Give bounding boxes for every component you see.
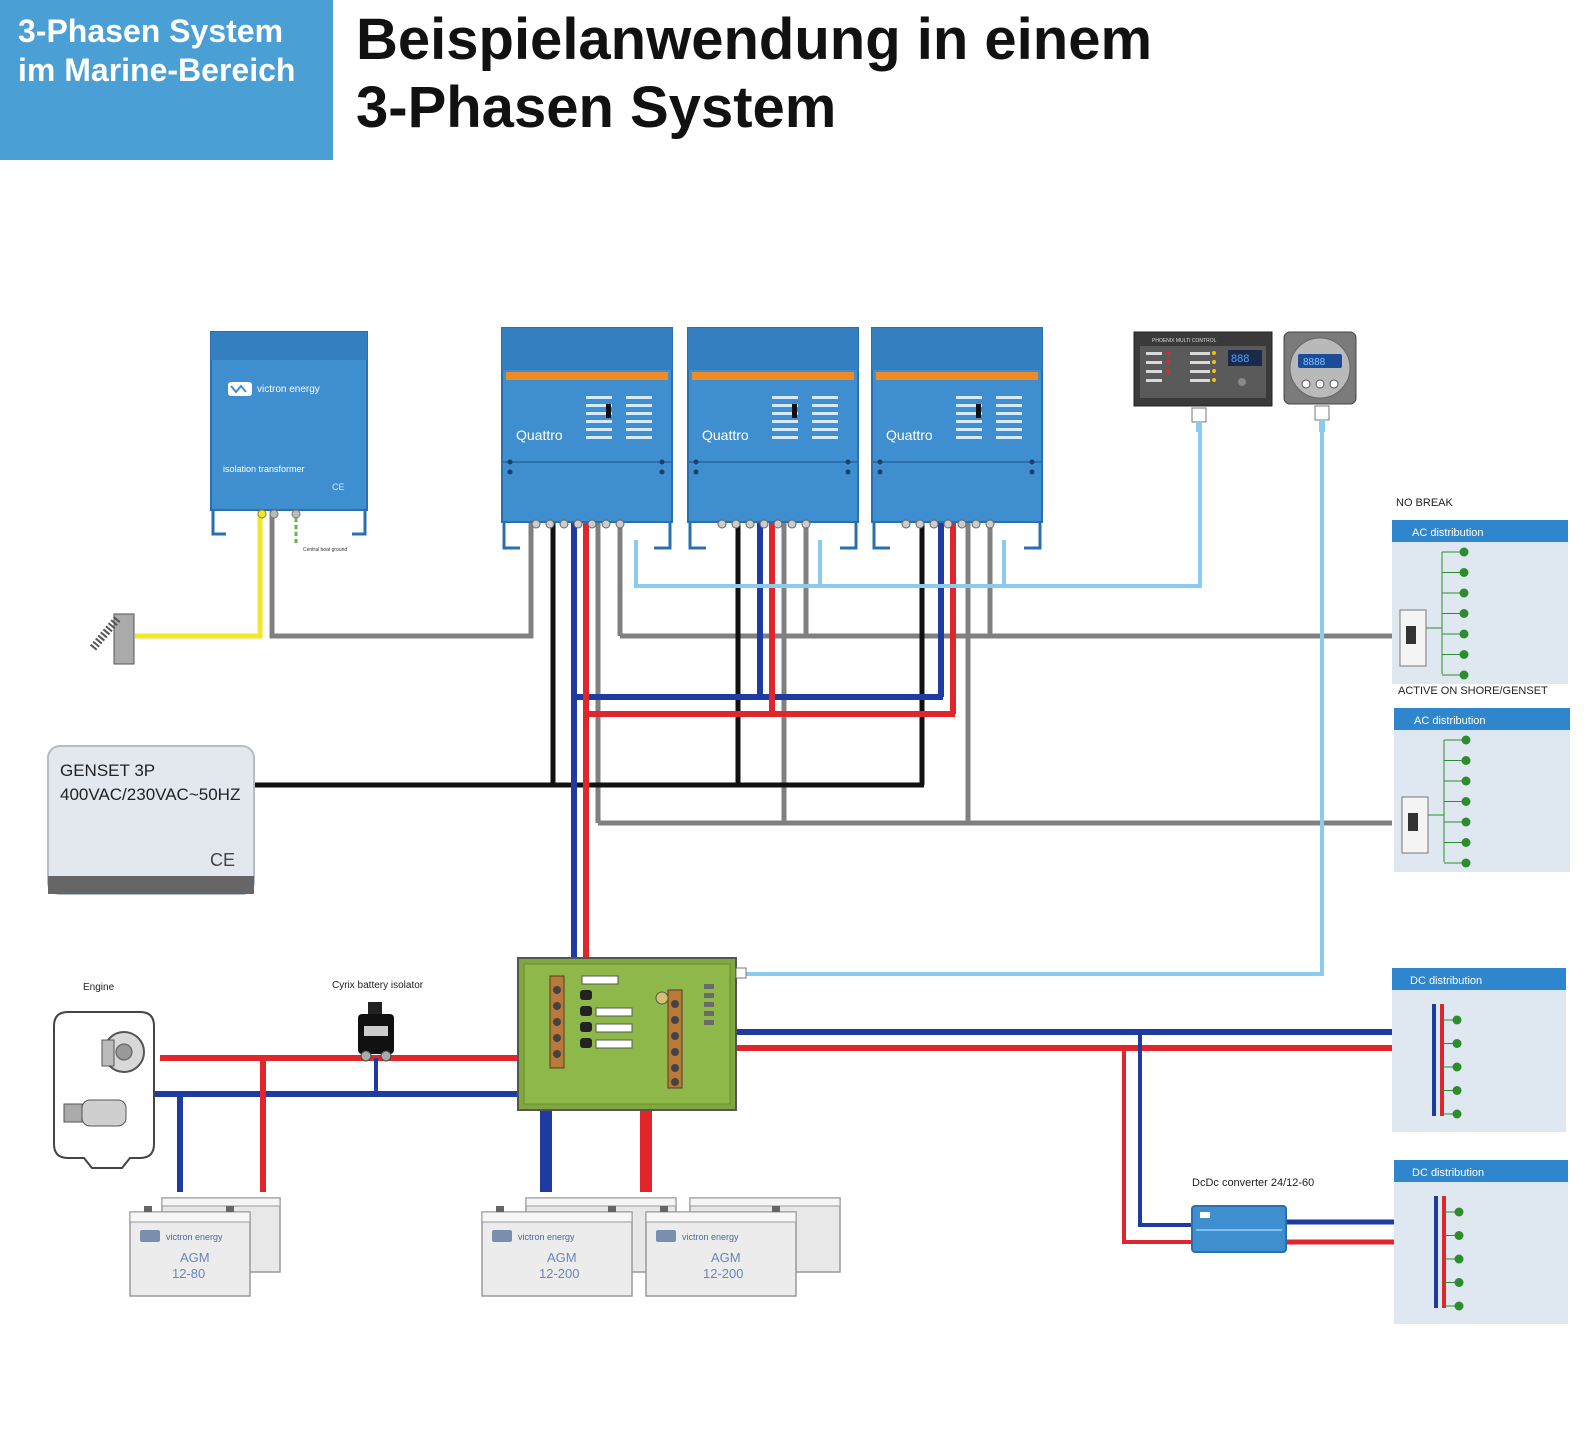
isolation-transformer: victron energy isolation transformer CE … — [210, 331, 368, 553]
genset: GENSET 3P 400VAC/230VAC~50HZ CE — [47, 745, 255, 895]
engine-label: Engine — [83, 982, 115, 993]
genset-ce-mark: CE — [210, 850, 235, 870]
page-title: Beispielanwendung in einem 3-Phasen Syst… — [356, 6, 1152, 142]
badge-line-1: 3-Phasen System — [18, 13, 284, 49]
victron-logo-icon — [228, 382, 252, 396]
ac-in-wire — [269, 510, 534, 639]
ac-panel-header: AC distribution — [1414, 715, 1486, 727]
genset-name: GENSET 3P — [60, 761, 155, 780]
quattro-inverters: Quattro Quattro Quattro — [501, 327, 1043, 550]
bmv-wire — [742, 432, 1324, 976]
quattro-inverter: Quattro — [871, 327, 1043, 550]
ac-panel-caption: NO BREAK — [1396, 497, 1454, 509]
ground-plate-icon — [89, 613, 135, 665]
ce-mark: CE — [332, 482, 345, 492]
phoenix-multi-control-panel[interactable]: PHOENIX MULTI CONTROL 888 — [1133, 331, 1273, 432]
ground-note: Central boat ground — [303, 547, 347, 553]
battery-brand: victron energy — [682, 1232, 739, 1242]
battery-model: 12-80 — [172, 1266, 205, 1281]
quattro-label: Quattro — [886, 427, 933, 443]
battery-model: 12-200 — [539, 1266, 579, 1281]
dc-distribution-panel: DC distribution — [1394, 1160, 1568, 1324]
quattro-inverter: Quattro — [687, 327, 859, 550]
battery-brand: victron energy — [166, 1232, 223, 1242]
dc-panel-header: DC distribution — [1412, 1167, 1484, 1179]
multi-control-display: 888 — [1231, 353, 1249, 365]
quattro-label: Quattro — [702, 427, 749, 443]
transformer-name: isolation transformer — [223, 464, 305, 474]
dcdc-converter — [1191, 1205, 1287, 1253]
battery-monitor-panel[interactable]: 8888 — [1283, 331, 1357, 432]
ground-wire — [135, 510, 263, 639]
battery-type: AGM — [547, 1250, 577, 1265]
multi-control-label: PHOENIX MULTI CONTROL — [1152, 338, 1217, 344]
dc-distribution-panels: DC distribution DC distribution — [1392, 968, 1568, 1324]
genset-voltage: 400VAC/230VAC~50HZ — [60, 785, 240, 804]
lynx-distribution-board — [517, 957, 747, 1111]
battery-model: 12-200 — [703, 1266, 743, 1281]
battery-type: AGM — [711, 1250, 741, 1265]
wires — [120, 432, 1432, 1245]
title-line-2: 3-Phasen System — [356, 75, 837, 140]
quattro-label: Quattro — [516, 427, 563, 443]
transformer-brand: victron energy — [257, 384, 320, 395]
ac-panel-caption: ACTIVE ON SHORE/GENSET — [1398, 685, 1548, 697]
cyrix-battery-isolator — [358, 1002, 394, 1062]
badge-line-2: im Marine-Bereich — [18, 52, 296, 88]
dc-panel-header: DC distribution — [1410, 975, 1482, 987]
section-badge: 3-Phasen System im Marine-Bereich — [0, 0, 333, 160]
ac-distribution-panel: ACTIVE ON SHORE/GENSET AC distribution — [1394, 685, 1570, 872]
ac-distribution-panel: NO BREAK AC distribution — [1392, 497, 1568, 684]
dcdc-label: DcDc converter 24/12-60 — [1192, 1177, 1314, 1189]
ac-panel-header: AC distribution — [1412, 527, 1484, 539]
battery-type: AGM — [180, 1250, 210, 1265]
isolator-label: Cyrix battery isolator — [332, 980, 424, 991]
title-line-1: Beispielanwendung in einem — [356, 7, 1153, 72]
engine-icon — [53, 1011, 155, 1169]
quattro-inverter: Quattro — [501, 327, 673, 550]
vebus-wire — [634, 432, 1202, 588]
bmv-display: 8888 — [1303, 357, 1326, 368]
dc-distribution-panel: DC distribution — [1392, 968, 1566, 1132]
battery-brand: victron energy — [518, 1232, 575, 1242]
